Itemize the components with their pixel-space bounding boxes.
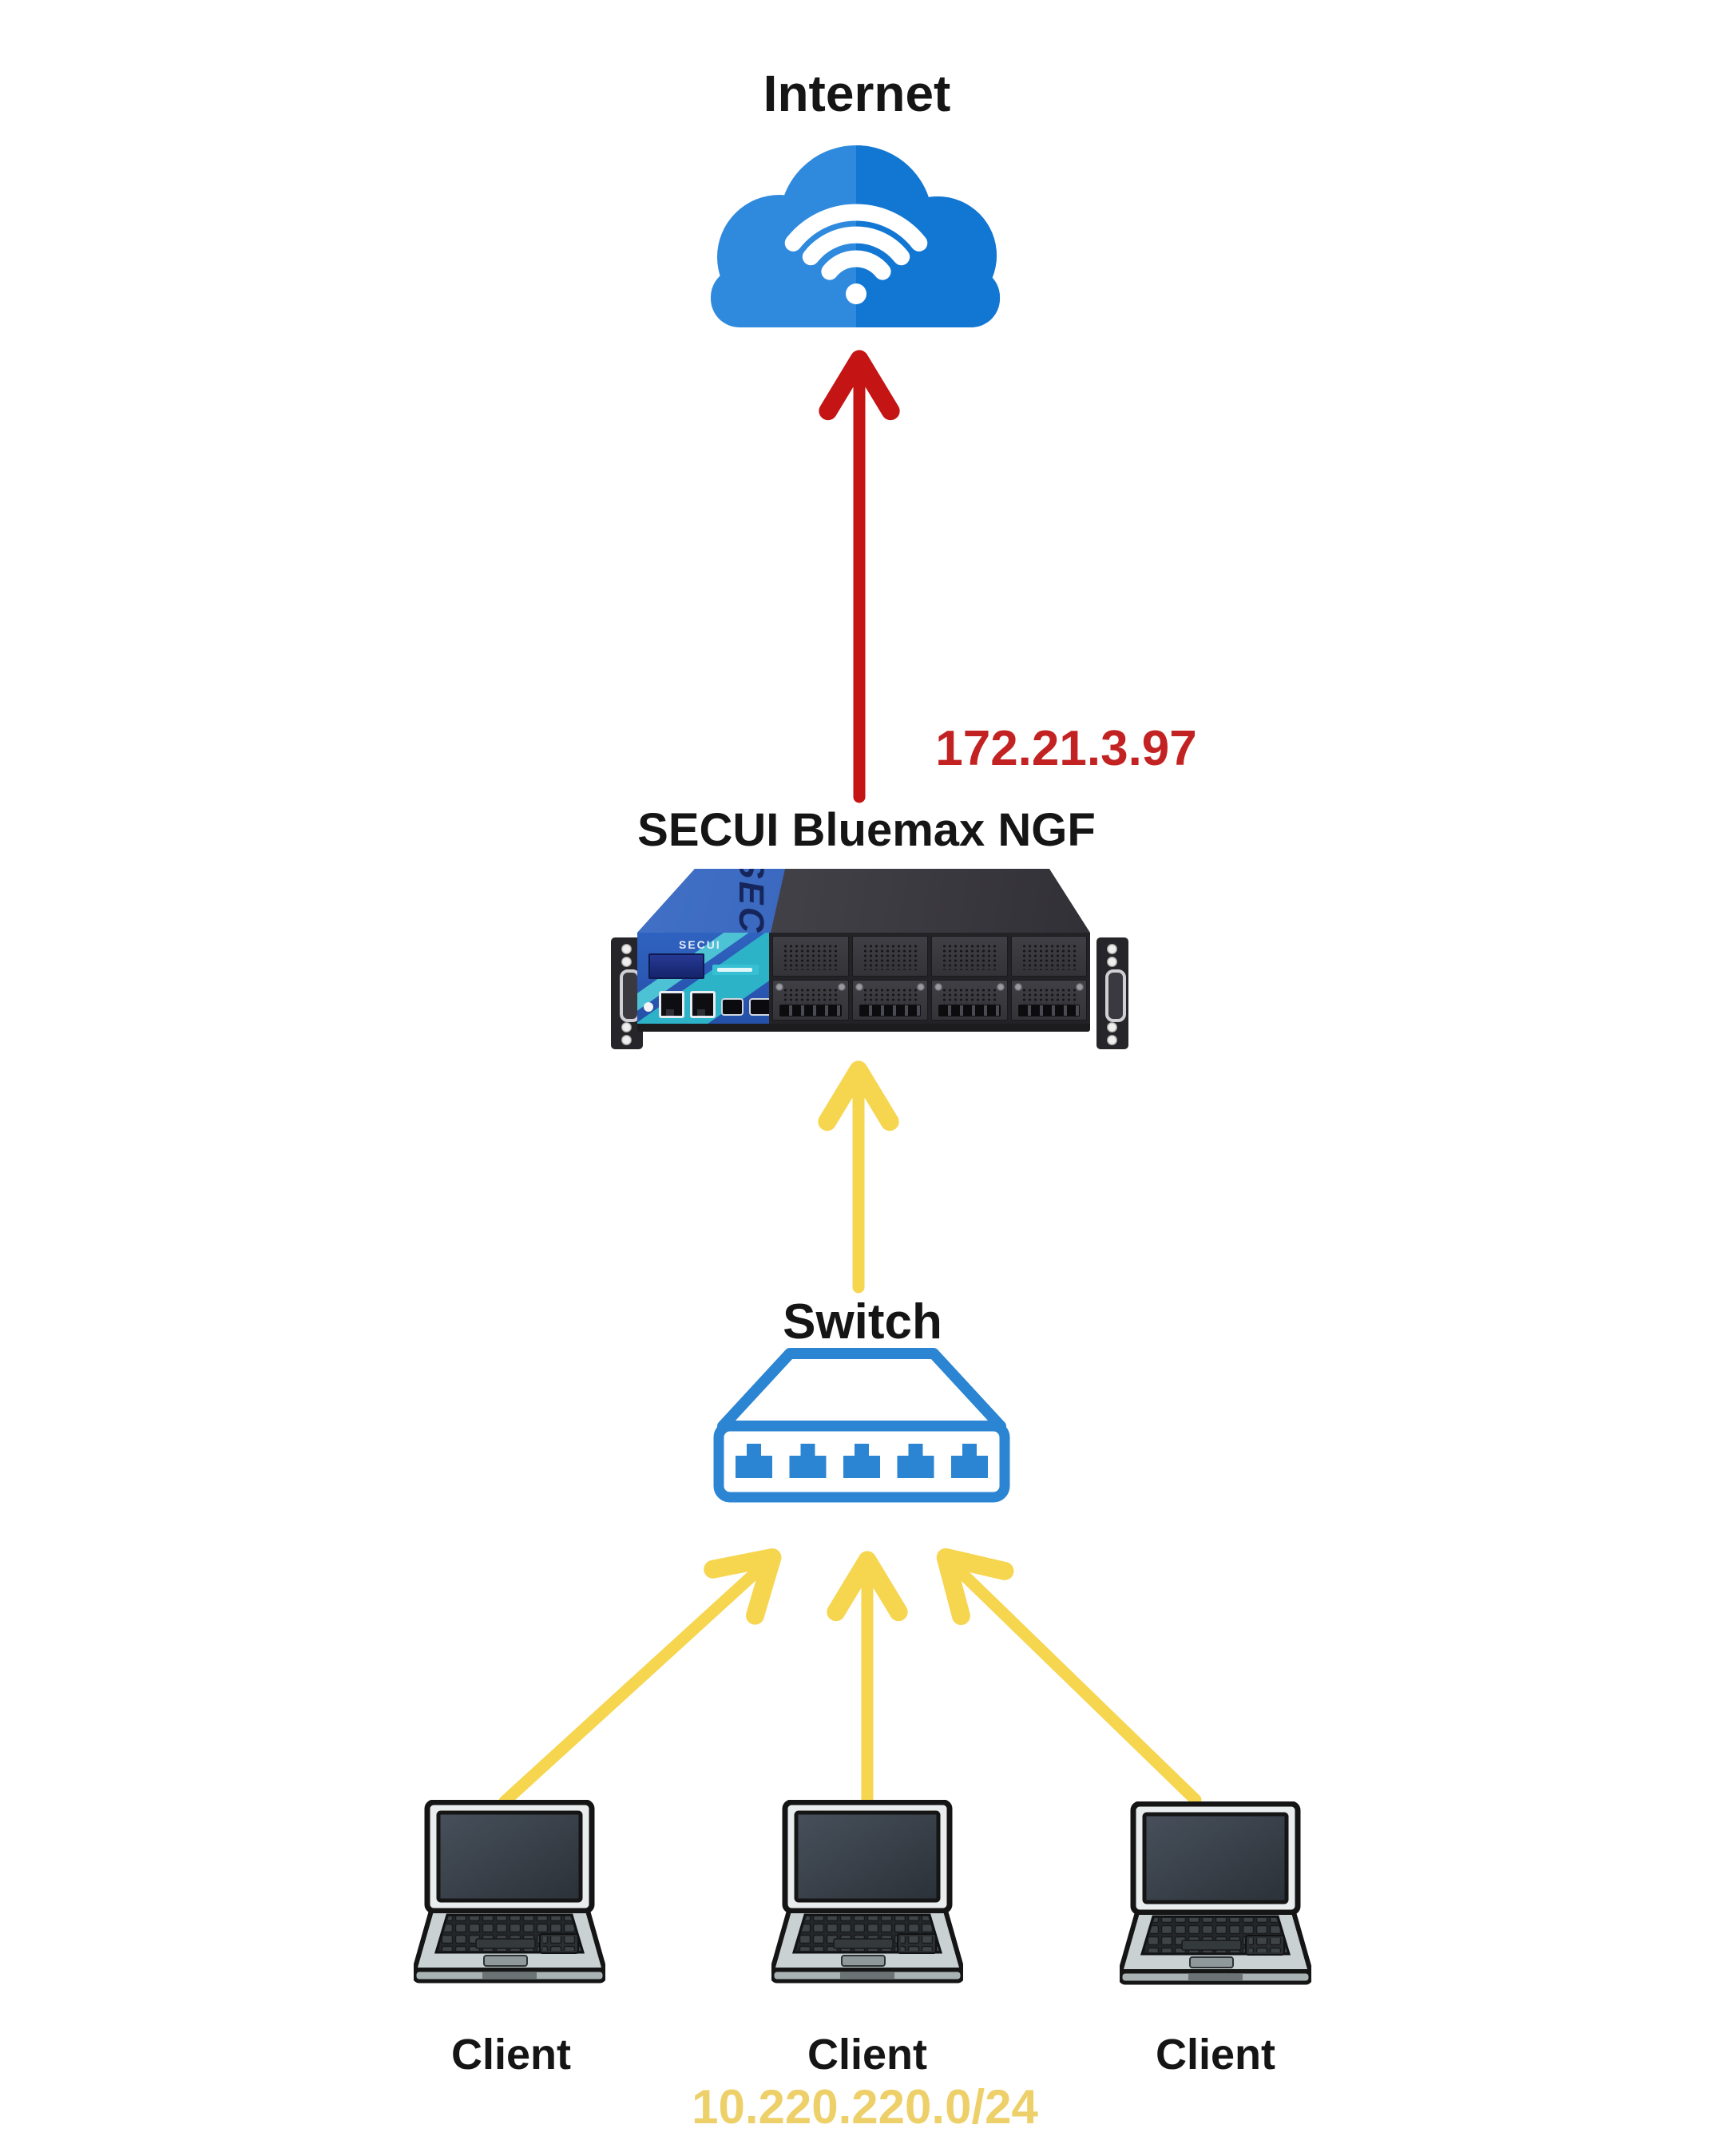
client-laptop-icon xyxy=(1120,1801,1311,1987)
client-laptop-icon xyxy=(414,1800,605,1985)
module-bay xyxy=(851,936,928,977)
wan-ip-label: 172.21.3.97 xyxy=(935,721,1197,776)
firewall-front-face: SECUI xyxy=(637,933,1090,1032)
module-bay xyxy=(1010,936,1087,977)
lcd-display xyxy=(648,953,704,979)
client-subnet-label: 10.220.220.0/24 xyxy=(692,2080,1038,2134)
internet-cloud-icon xyxy=(711,145,1000,327)
client-label: Client xyxy=(1155,2031,1276,2079)
switch-icon xyxy=(713,1348,1010,1503)
ethernet-port-icon xyxy=(659,991,684,1018)
module-bay xyxy=(1010,980,1087,1021)
client-arrow-right xyxy=(936,1548,1202,1806)
client-arrow-left xyxy=(498,1548,782,1808)
rack-ear-right xyxy=(1096,937,1128,1049)
module-bay xyxy=(931,936,1008,977)
wifi-icon xyxy=(784,204,928,304)
module-bay xyxy=(931,980,1008,1021)
client-label: Client xyxy=(807,2031,928,2079)
switch-label: Switch xyxy=(783,1294,942,1349)
model-badge xyxy=(712,965,759,975)
firewall-label: SECUI Bluemax NGF xyxy=(637,804,1096,856)
firewall-module-bays xyxy=(769,933,1090,1024)
module-bay xyxy=(772,936,849,977)
power-led xyxy=(644,1002,653,1012)
client-laptop-icon xyxy=(771,1800,963,1985)
internet-label: Internet xyxy=(763,65,951,122)
firewall-panel-brand-text: SECUI xyxy=(679,938,721,951)
switch-ports xyxy=(736,1444,988,1478)
sfp-port-icon xyxy=(721,998,744,1016)
sfp-port-icon xyxy=(749,998,769,1016)
module-bay xyxy=(851,980,928,1021)
module-bay xyxy=(772,980,849,1021)
ethernet-port-icon xyxy=(690,991,716,1018)
panel-ports xyxy=(644,989,769,1018)
firewall-appliance: SECUI SECUI xyxy=(611,869,1128,1051)
firewall-control-panel: SECUI xyxy=(637,933,769,1024)
client-label: Client xyxy=(450,2031,572,2079)
